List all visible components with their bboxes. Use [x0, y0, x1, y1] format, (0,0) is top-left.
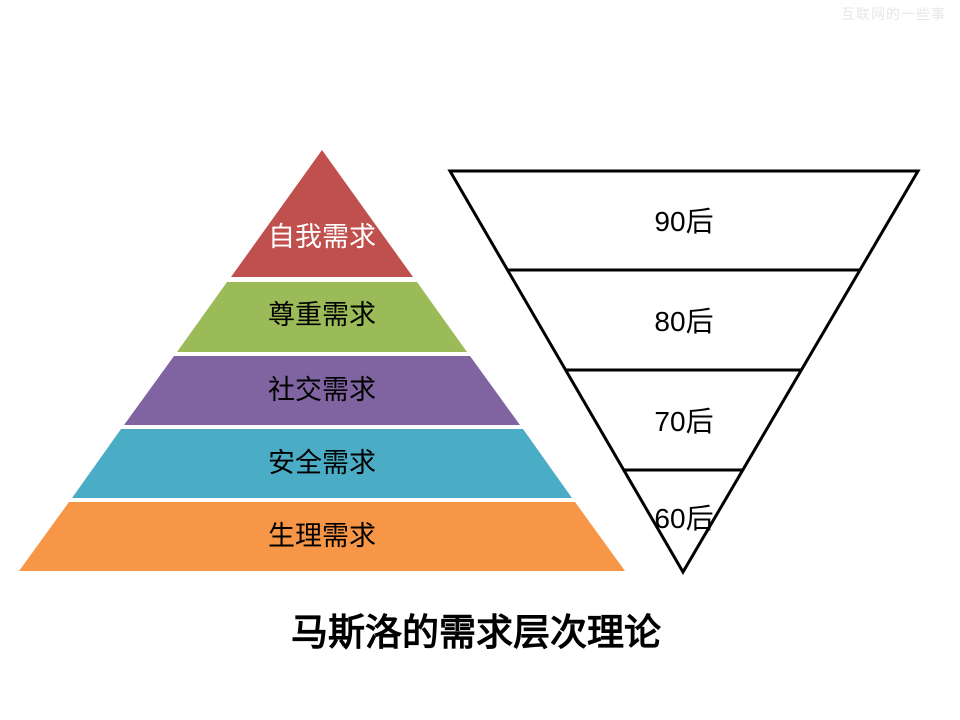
funnel-segment-70s-label: 70后	[654, 406, 713, 437]
pyramid-level-safety-label: 安全需求	[268, 448, 376, 478]
pyramid-level-esteem	[177, 282, 467, 352]
funnel-segment-60s-label: 60后	[654, 503, 713, 534]
funnel: 90后 80后 70后 60后	[447, 169, 921, 575]
pyramid-level-safety	[72, 429, 572, 498]
funnel-segment-90s-label: 90后	[654, 206, 713, 237]
pyramid-level-social-label: 社交需求	[268, 375, 376, 405]
pyramid-level-physiological-label: 生理需求	[268, 521, 376, 551]
pyramid-level-self	[231, 150, 413, 277]
pyramid-level-social	[124, 356, 520, 425]
pyramid: 自我需求 尊重需求 社交需求 安全需求 生理需求	[19, 150, 625, 571]
pyramid-level-physiological	[19, 502, 625, 571]
pyramid-level-self-label: 自我需求	[268, 222, 376, 252]
page-title: 马斯洛的需求层次理论	[291, 612, 662, 653]
watermark: 互联网的一些事	[841, 6, 946, 22]
pyramid-level-esteem-label: 尊重需求	[268, 300, 376, 330]
funnel-segment-80s-label: 80后	[654, 306, 713, 337]
